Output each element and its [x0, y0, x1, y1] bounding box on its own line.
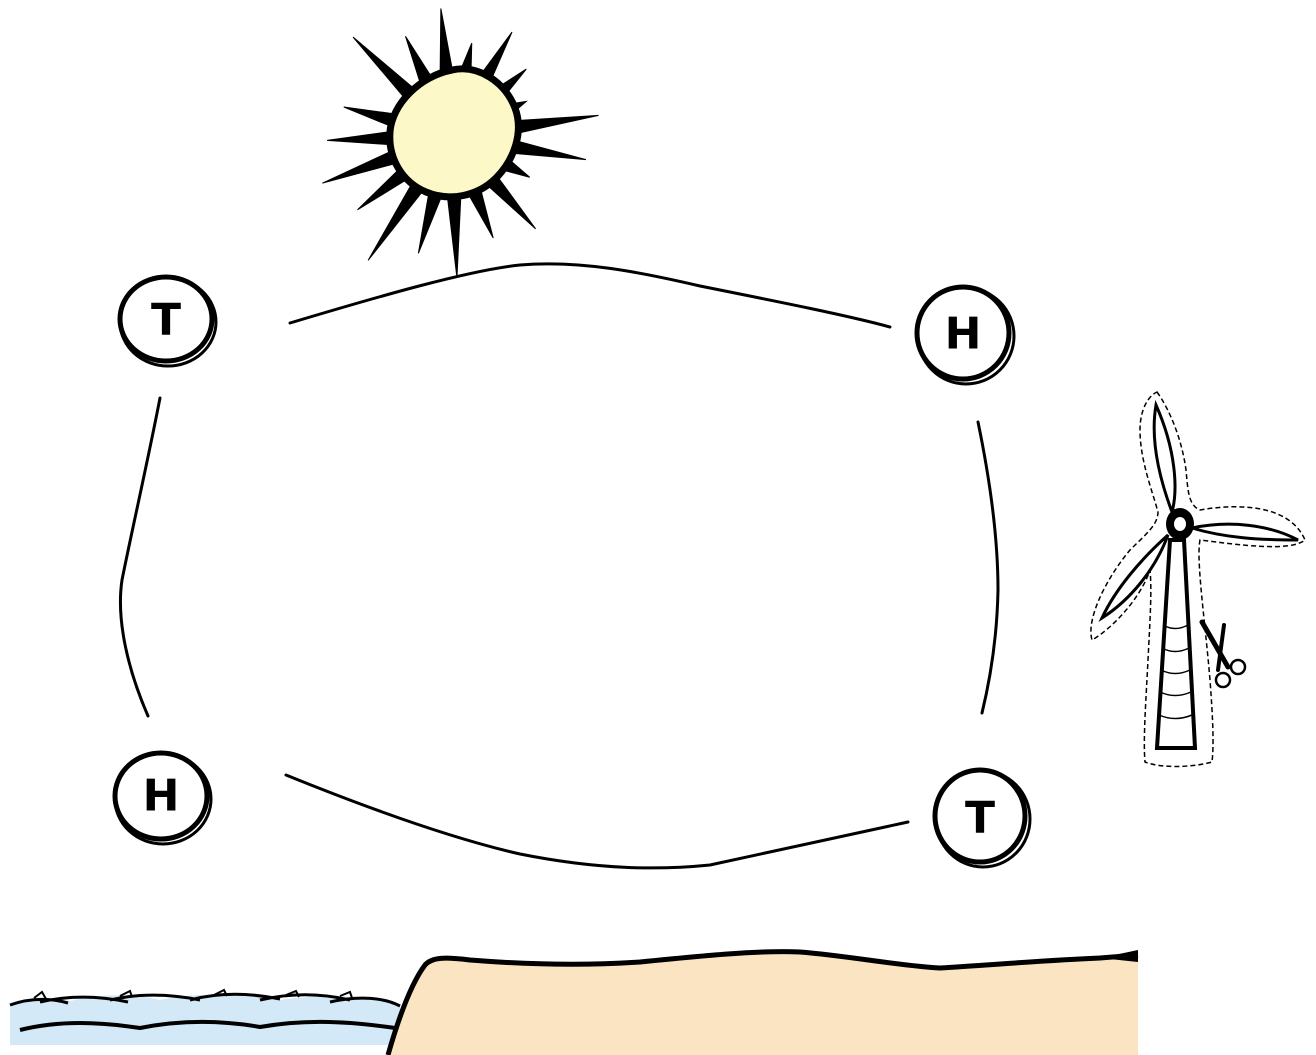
upper-flow-line [290, 264, 890, 327]
scissors-icon [1202, 622, 1245, 687]
pressure-node-top-right: H [917, 287, 1014, 384]
pressure-node-bottom-right: T [935, 770, 1030, 867]
sea-water [10, 994, 400, 1045]
wind-turbine-cutout-icon [1091, 392, 1305, 767]
sun-ray [353, 37, 416, 100]
node-label-top-left: T [151, 295, 181, 346]
turbine-blade-top [1154, 405, 1175, 512]
pressure-node-top-left: T [120, 277, 216, 366]
node-label-top-right: H [945, 309, 982, 360]
sea-waves-icon [10, 990, 400, 1045]
node-label-bottom-left: H [143, 771, 180, 822]
circulation-loop [120, 264, 998, 868]
node-label-bottom-right: T [965, 793, 995, 844]
sun-ray [327, 131, 395, 145]
sun-icon [322, 8, 598, 277]
cut-outline [1091, 392, 1305, 767]
turbine-blade-right [1192, 524, 1298, 540]
land-icon [388, 950, 1138, 1055]
right-flow-line [978, 422, 998, 713]
pressure-node-bottom-left: H [115, 753, 211, 844]
left-flow-line [120, 398, 160, 716]
lower-flow-line [286, 775, 908, 868]
sun-ray [447, 193, 461, 278]
land-mass [388, 952, 1138, 1055]
